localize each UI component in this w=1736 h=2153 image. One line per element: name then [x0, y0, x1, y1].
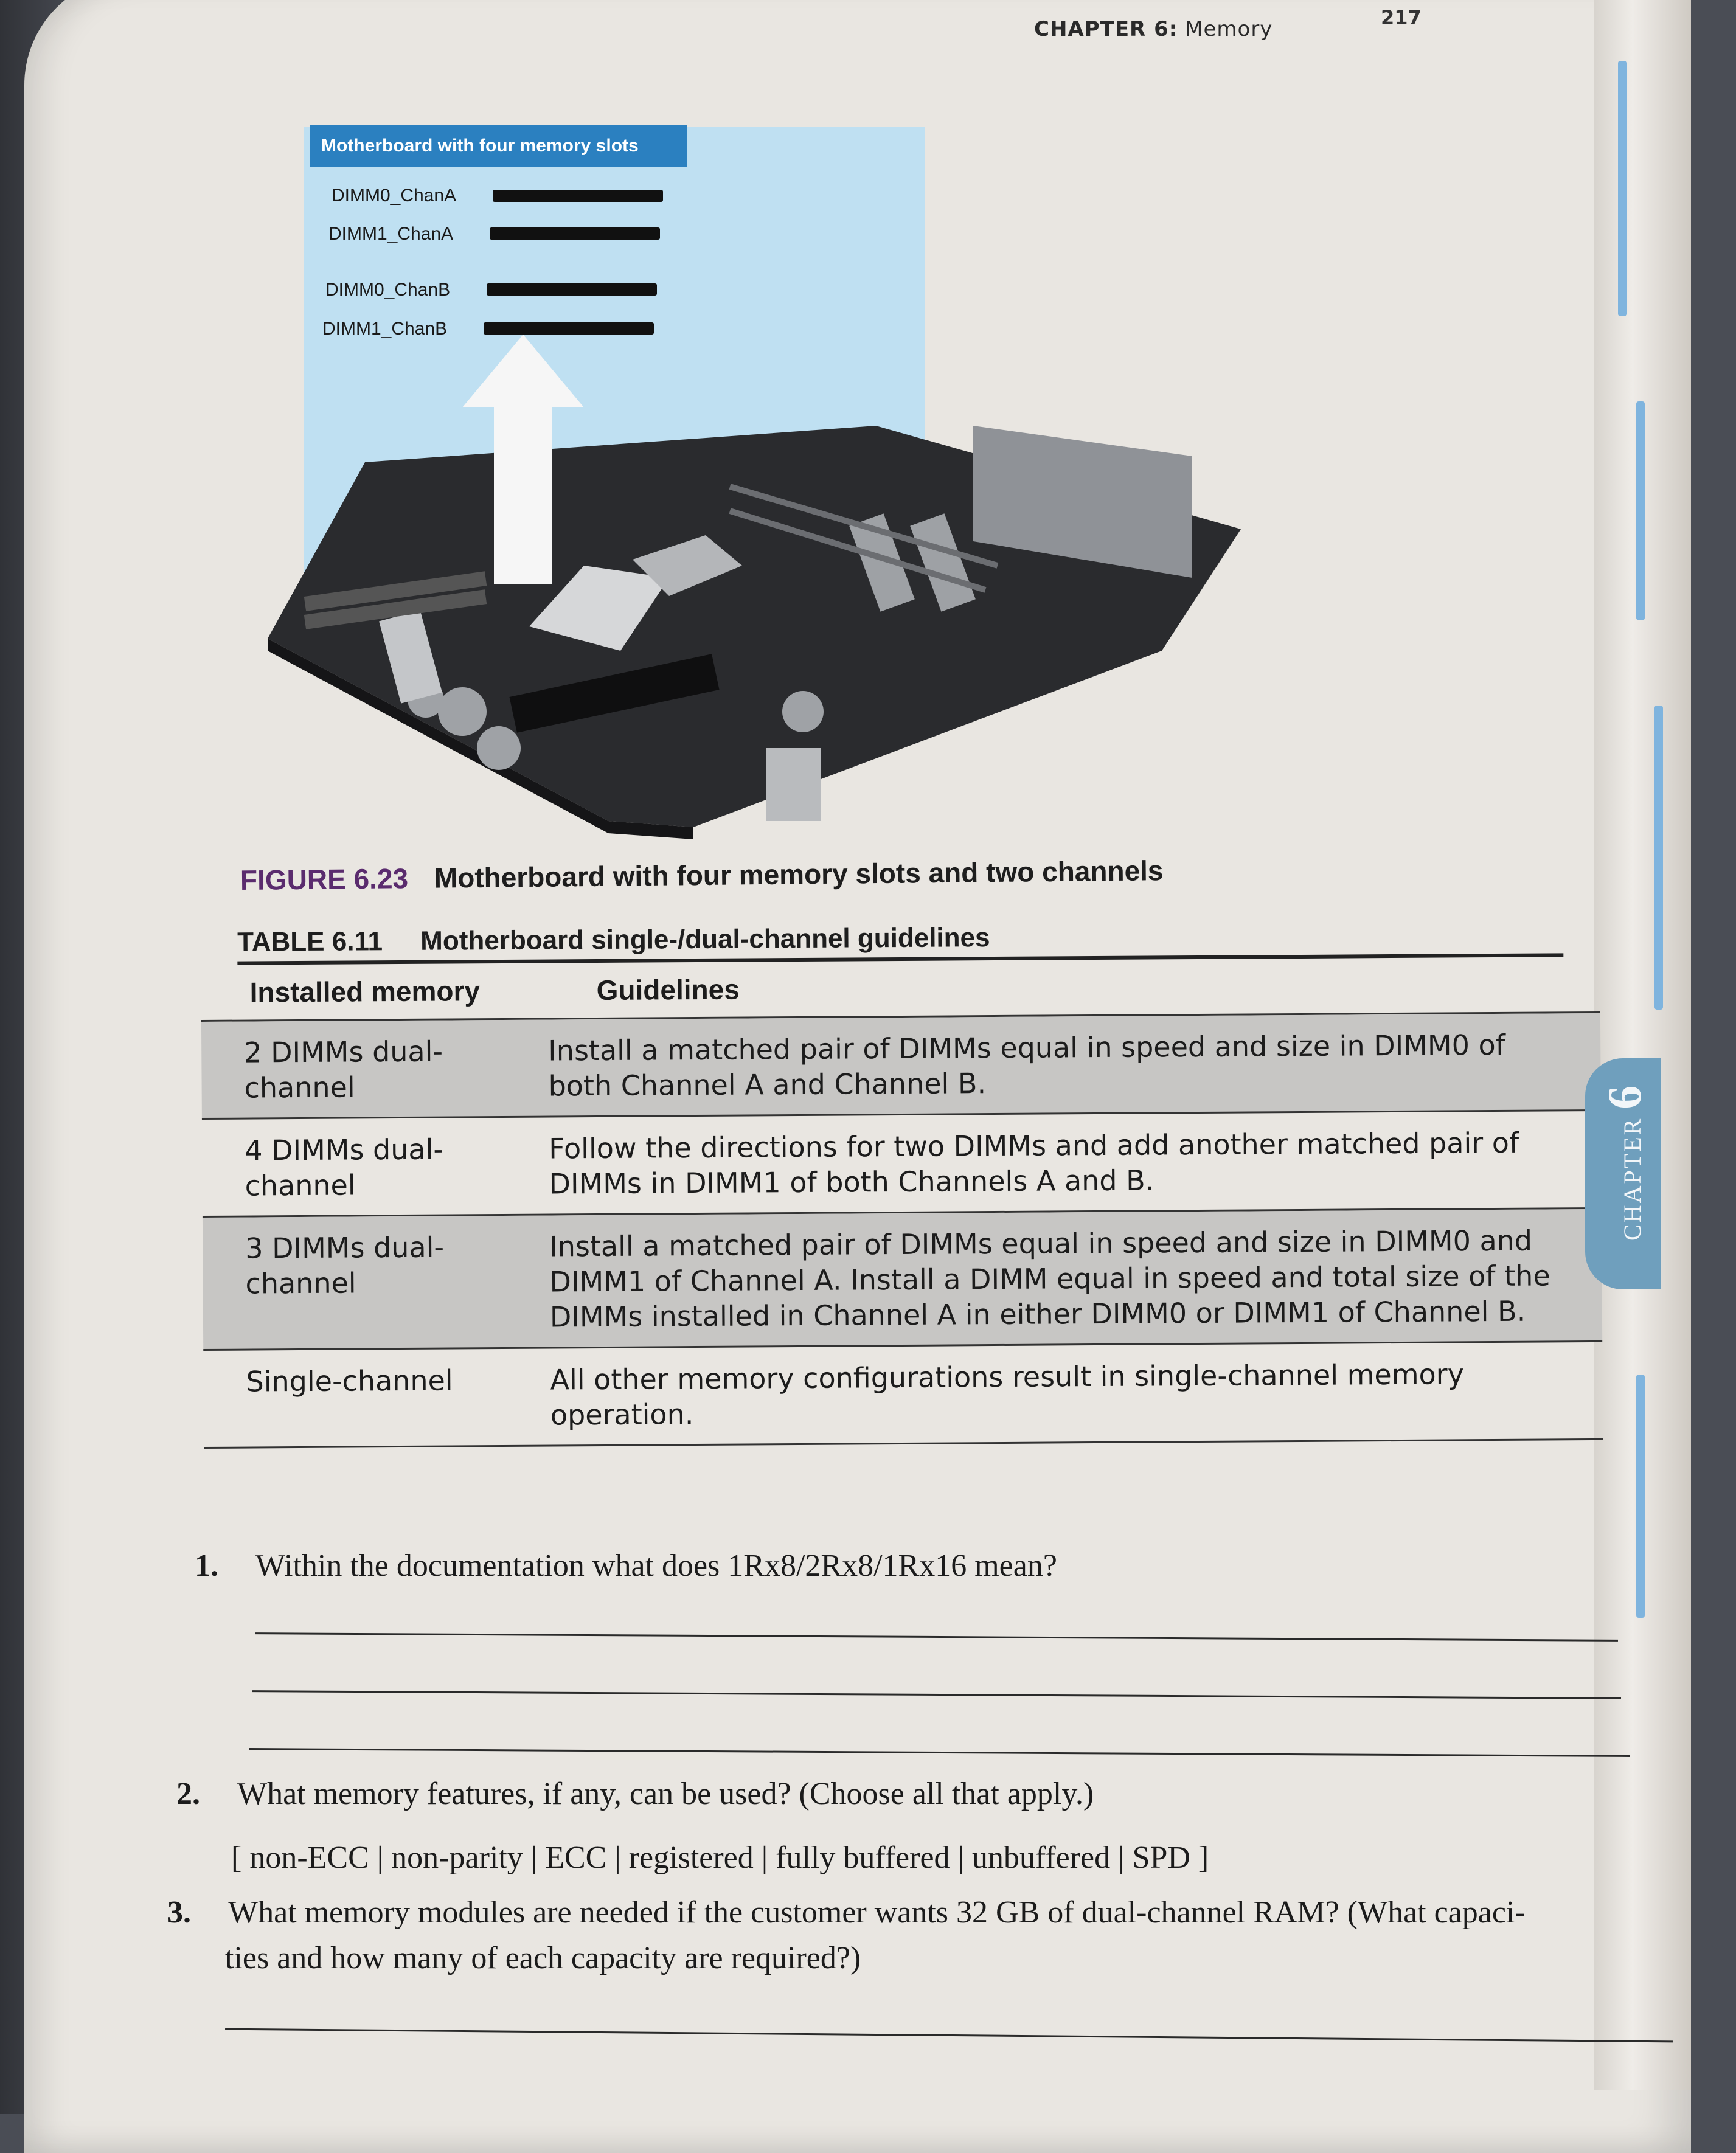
- cell-installed: 3 DIMMs dual-channel: [245, 1230, 445, 1300]
- slot-dimm1-chanb: [484, 322, 654, 335]
- column-header-installed: Installed memory: [249, 975, 481, 1008]
- figure-caption-text: Motherboard with four memory slots and t…: [434, 855, 1164, 894]
- slot-label-dimm1-chana: DIMM1_ChanA: [328, 224, 454, 244]
- slot-dimm1-chana: [490, 227, 660, 240]
- table-header-row: Installed memory Guidelines: [201, 957, 1600, 1020]
- chapter-tab-text: CHAPTER 6: [1597, 1084, 1652, 1241]
- up-arrow-body: [494, 401, 552, 584]
- cell-installed: 2 DIMMs dual-channel: [244, 1035, 443, 1104]
- table-row: 4 DIMMs dual-channel Follow the directio…: [202, 1111, 1602, 1216]
- question-2-options: [ non-ECC | non-parity | ECC | registere…: [231, 1840, 1209, 1875]
- slot-dimm0-chana: [493, 190, 663, 202]
- figure-6-23: Motherboard with four memory slots DIMM0…: [268, 116, 1241, 851]
- question-3: 3. What memory modules are needed if the…: [167, 1895, 1658, 1930]
- chapter-tab-label: CHAPTER: [1619, 1117, 1646, 1241]
- question-number: 2.: [176, 1777, 200, 1811]
- question-3-continuation: ties and how many of each capacity are r…: [225, 1941, 861, 1975]
- cell-guideline: All other memory configurations result i…: [550, 1357, 1465, 1432]
- cell-guideline: Install a matched pair of DIMMs equal in…: [549, 1224, 1550, 1334]
- question-number: 1.: [195, 1548, 218, 1583]
- motherboard-illustration: [268, 426, 1241, 839]
- table-title: Motherboard single-/dual-channel guideli…: [420, 923, 990, 956]
- figure-number: FIGURE 6.23: [240, 862, 409, 896]
- figure-panel-title: Motherboard with four memory slots: [310, 125, 687, 167]
- table-row: 2 DIMMs dual-channel Install a matched p…: [201, 1013, 1601, 1118]
- cell-installed: Single-channel: [246, 1364, 453, 1398]
- slot-dimm0-chanb: [487, 283, 657, 296]
- slot-label-dimm0-chana: DIMM0_ChanA: [332, 185, 457, 206]
- question-2: 2. What memory features, if any, can be …: [176, 1776, 1094, 1812]
- cell-guideline: Install a matched pair of DIMMs equal in…: [548, 1028, 1506, 1103]
- table-row: 3 DIMMs dual-channel Install a matched p…: [202, 1208, 1603, 1349]
- slot-label-dimm1-chanb: DIMM1_ChanB: [322, 319, 448, 339]
- running-header: CHAPTER 6: Memory: [1034, 17, 1272, 41]
- chapter-tab-number: 6: [1598, 1083, 1651, 1109]
- question-text: What memory modules are needed if the cu…: [228, 1895, 1526, 1930]
- table-6-11: TABLE 6.11 Motherboard single-/dual-chan…: [201, 919, 1603, 1449]
- question-text: Within the documentation what does 1Rx8/…: [255, 1548, 1057, 1583]
- cell-guideline: Follow the directions for two DIMMs and …: [549, 1126, 1519, 1201]
- chapter-thumb-tab: CHAPTER 6: [1585, 1058, 1661, 1289]
- slot-label-dimm0-chanb: DIMM0_ChanB: [325, 280, 451, 300]
- page-number: 217: [1381, 6, 1422, 29]
- question-text: What memory features, if any, can be use…: [237, 1777, 1094, 1811]
- table-number: TABLE 6.11: [237, 926, 383, 957]
- table-row: Single-channel All other memory configur…: [203, 1342, 1603, 1447]
- cell-installed: 4 DIMMs dual-channel: [245, 1132, 444, 1202]
- chapter-label: CHAPTER 6:: [1034, 17, 1178, 41]
- page-edge: [1594, 0, 1691, 2090]
- question-1: 1. Within the documentation what does 1R…: [195, 1548, 1057, 1584]
- up-arrow-head: [462, 335, 584, 407]
- chapter-title: Memory: [1185, 17, 1273, 41]
- column-header-guidelines: Guidelines: [596, 973, 740, 1007]
- question-number: 3.: [167, 1895, 191, 1930]
